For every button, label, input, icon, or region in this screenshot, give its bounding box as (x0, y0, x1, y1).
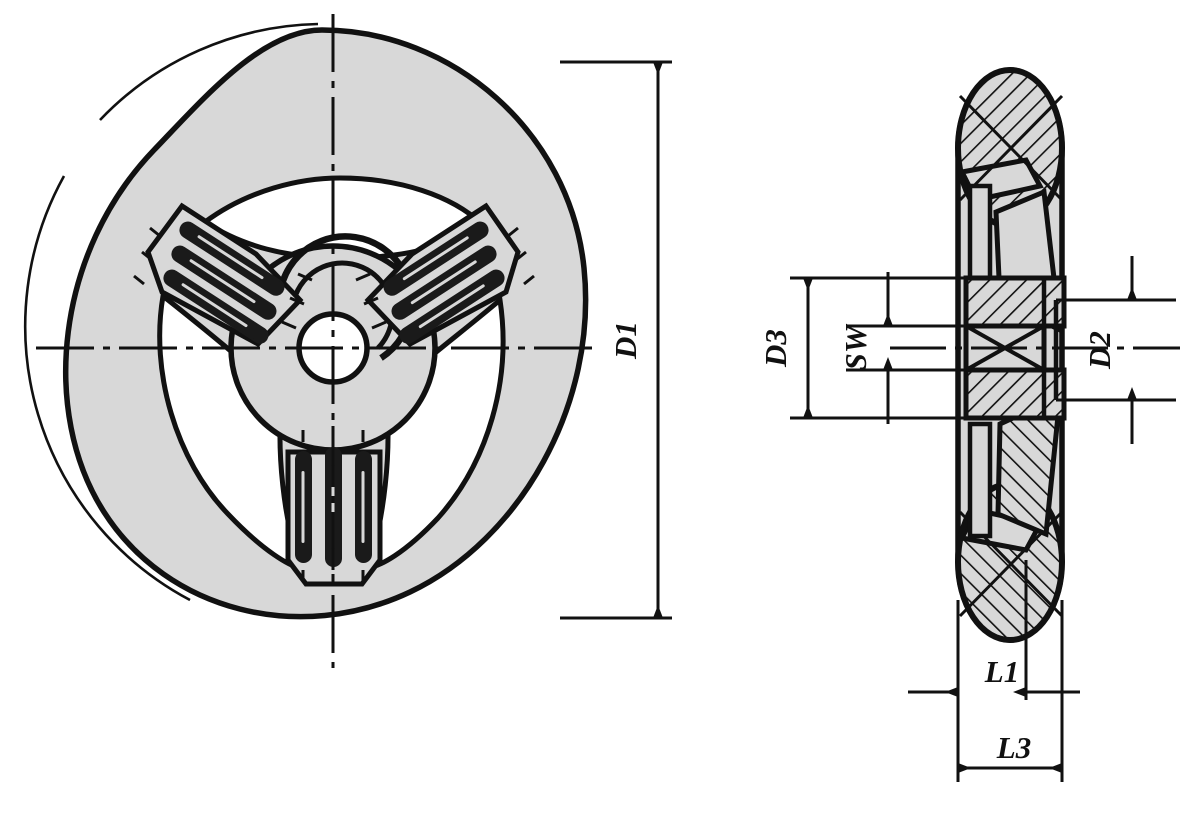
grip-ribs-upper-right (383, 221, 505, 344)
section-view: D3 SW D2 L1 (758, 67, 1180, 782)
d1-label: D1 (608, 321, 643, 360)
dimension-l3: L3 (956, 600, 1064, 782)
hub-section-upper (963, 275, 1067, 329)
grip-rib-ticks-upper-left (133, 226, 313, 330)
d3-label: D3 (758, 329, 793, 368)
hub-section-lower (963, 367, 1067, 421)
section-bore-wall (1041, 278, 1059, 418)
rim-top-centerlines (958, 94, 1064, 202)
dimension-d3: D3 (758, 276, 966, 420)
l1-label: L1 (984, 654, 1019, 689)
dimension-d1: D1 (560, 60, 672, 620)
grip-rib-ticks-upper-right (355, 226, 535, 330)
l3-label: L3 (996, 730, 1031, 765)
dimension-sw: SW (838, 272, 966, 424)
grip-ribs-upper-left (163, 221, 285, 344)
front-view-centerlines (36, 14, 600, 668)
sw-label: SW (838, 323, 873, 370)
front-view: D1 (23, 14, 672, 668)
reference-circle-arc (23, 22, 319, 602)
d2-label: D2 (1082, 331, 1117, 370)
dimension-d2: D2 (1056, 256, 1176, 444)
dimension-l1: L1 (908, 560, 1080, 718)
